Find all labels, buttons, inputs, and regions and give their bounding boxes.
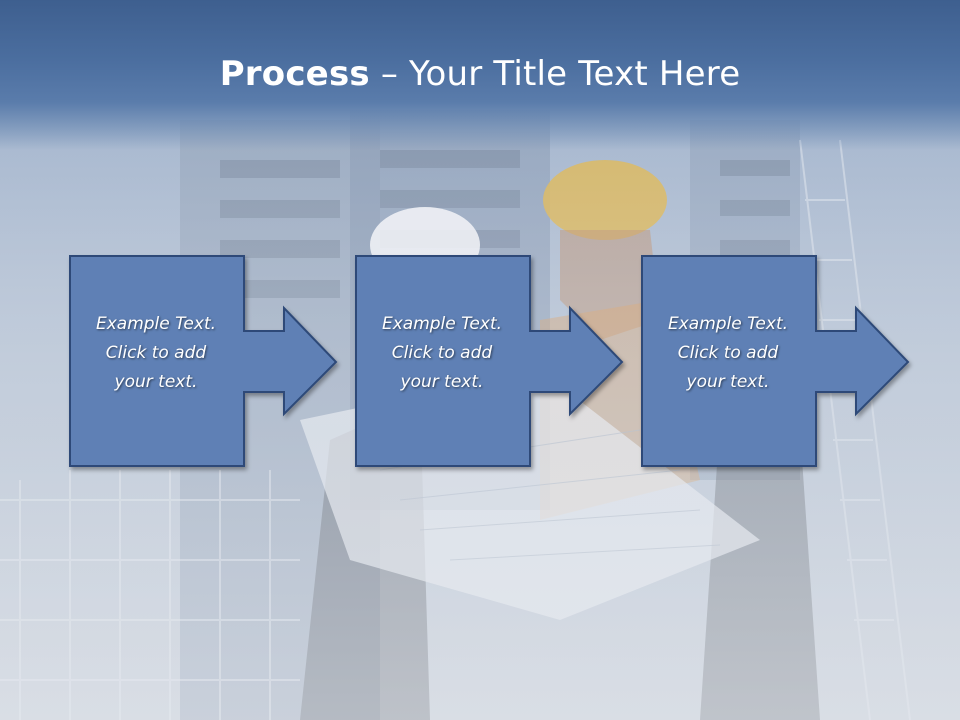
step-text-line: Example Text. — [381, 314, 503, 334]
step-text-line: Click to add — [105, 343, 207, 363]
process-step-1[interactable]: Example Text. Click to add your text. — [69, 255, 346, 468]
step-text-line: Example Text. — [95, 314, 217, 334]
step-text-line: your text. — [686, 372, 770, 392]
step-arrow-shape — [69, 255, 338, 467]
step-text[interactable]: Example Text. Click to add your text. — [70, 310, 242, 397]
step-text[interactable]: Example Text. Click to add your text. — [356, 310, 528, 397]
title-band — [0, 0, 960, 150]
step-text-line: your text. — [114, 372, 198, 392]
step-text-line: Click to add — [391, 343, 493, 363]
process-step-2[interactable]: Example Text. Click to add your text. — [355, 255, 632, 468]
step-text-line: Click to add — [677, 343, 779, 363]
slide-title[interactable]: Process – Your Title Text Here — [0, 52, 960, 96]
step-text[interactable]: Example Text. Click to add your text. — [642, 310, 814, 397]
step-arrow-shape — [355, 255, 624, 467]
step-text-line: Example Text. — [667, 314, 789, 334]
title-bold-part: Process — [219, 54, 370, 94]
step-arrow-shape — [641, 255, 910, 467]
step-text-line: your text. — [400, 372, 484, 392]
process-step-3[interactable]: Example Text. Click to add your text. — [641, 255, 918, 468]
title-rest-part: – Your Title Text Here — [369, 54, 741, 94]
